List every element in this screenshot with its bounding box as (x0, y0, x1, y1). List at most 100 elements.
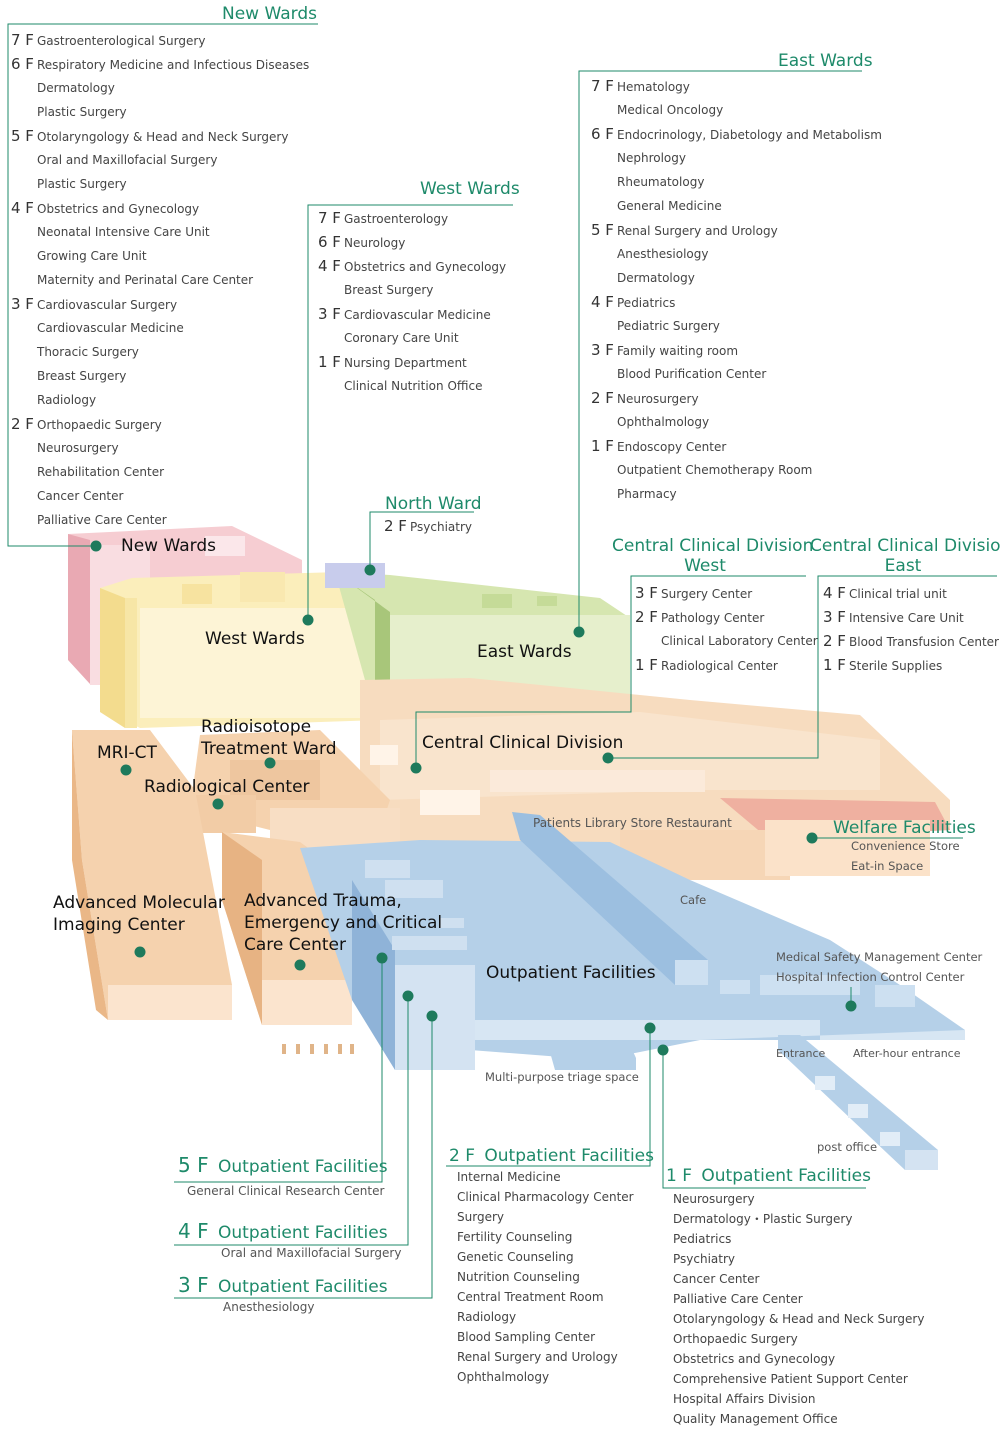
floor-row: Anesthesiology (591, 242, 708, 266)
floor-number: 1 F (591, 437, 614, 455)
department-name: Hospital Affairs Division (673, 1392, 816, 1406)
floor-number: 4 F (591, 293, 614, 311)
post-office-label: post office (817, 1140, 878, 1154)
north-ward-title: North Ward (385, 494, 482, 514)
op-1f-floor: 1 F (666, 1166, 692, 1186)
op-1f-title: 1 F Outpatient Facilities (666, 1166, 871, 1186)
building-label-ri-ward[interactable]: Radioisotope Treatment Ward (201, 716, 337, 760)
floor-row: Cardiovascular Medicine (11, 316, 184, 340)
floor-number: 7 F (318, 209, 341, 227)
floor-row: Blood Purification Center (591, 362, 766, 386)
department-name: Cardiovascular Surgery (37, 298, 178, 312)
floor-number: 4 F (823, 584, 846, 602)
department-name: Orthopaedic Surgery (673, 1332, 798, 1346)
floor-number: 6 F (318, 233, 341, 251)
op-5f-floor: 5 F (178, 1153, 209, 1177)
department-name: Nursing Department (344, 356, 467, 370)
building-label-east-wards[interactable]: East Wards (477, 642, 572, 662)
department-name: Sterile Supplies (849, 659, 943, 673)
department-name: Radiological Center (661, 659, 778, 673)
department-name: Coronary Care Unit (344, 331, 459, 345)
department-name: Clinical Pharmacology Center (457, 1190, 634, 1204)
floor-row: Nephrology (591, 146, 686, 170)
building-label-molecular[interactable]: Advanced Molecular Imaging Center (53, 892, 225, 936)
department-name: Pharmacy (617, 487, 677, 501)
department-name: Surgery Center (661, 587, 753, 601)
marker-radiological (212, 798, 224, 810)
department-name: Clinical Laboratory Center (661, 634, 818, 648)
outpatient-building[interactable] (300, 812, 965, 1170)
department-name: Thoracic Surgery (37, 345, 139, 359)
department-name: Internal Medicine (457, 1170, 561, 1184)
central-clinical-building[interactable] (360, 678, 950, 880)
safety-label-1: Medical Safety Management Center (776, 950, 983, 964)
department-name: Respiratory Medicine and Infectious Dise… (37, 58, 310, 72)
op-3f-floor: 3 F (178, 1273, 209, 1297)
marker-ccd-west (410, 762, 422, 774)
department-name: Ophthalmology (457, 1370, 550, 1384)
floor-row: Ophthalmology (591, 410, 709, 434)
floor-row: Clinical Laboratory Center (635, 629, 818, 653)
building-label-central-clinical[interactable]: Central Clinical Division (422, 733, 624, 753)
op-2f-label: Outpatient Facilities (484, 1146, 654, 1166)
floor-number: 2 F (635, 608, 658, 626)
marker-new-wards (90, 540, 102, 552)
department-name: Renal Surgery and Urology (457, 1350, 618, 1364)
department-name: Neonatal Intensive Care Unit (37, 225, 210, 239)
department-name: Plastic Surgery (37, 105, 127, 119)
department-name: Clinical trial unit (849, 587, 947, 601)
building-label-radiological[interactable]: Radiological Center (144, 777, 310, 797)
building-label-new-wards[interactable]: New Wards (121, 536, 216, 556)
floor-number: 7 F (11, 31, 34, 49)
building-label-trauma[interactable]: Advanced Trauma, Emergency and Critical … (244, 890, 442, 956)
department-name: Intensive Care Unit (849, 611, 964, 625)
west-wards-building[interactable] (100, 572, 380, 728)
leader-lines (7, 23, 997, 1299)
department-name: Endoscopy Center (617, 440, 727, 454)
floor-row: Dermatology (11, 76, 115, 100)
radiological-building[interactable] (186, 730, 400, 850)
floor-row: Oral and Maxillofacial Surgery (11, 148, 217, 172)
advanced-molecular-building[interactable] (72, 730, 232, 1020)
marker-west-wards (302, 614, 314, 626)
department-name: Outpatient Chemotherapy Room (617, 463, 813, 477)
west-wards-title: West Wards (420, 179, 520, 199)
department-name: Maternity and Perinatal Care Center (37, 273, 254, 287)
welfare-item: Eat-in Space (851, 859, 924, 873)
building-label-outpatient[interactable]: Outpatient Facilities (486, 963, 656, 983)
trauma-line2: Emergency and Critical (244, 913, 443, 933)
department-name: Cancer Center (673, 1272, 760, 1286)
department-name: Pathology Center (661, 611, 765, 625)
building-label-west-wards[interactable]: West Wards (205, 629, 305, 649)
floor-row: General Medicine (591, 194, 722, 218)
ccd-east-title-line2: East (884, 556, 922, 576)
trauma-line3: Care Center (244, 935, 346, 955)
department-name: Endocrinology, Diabetology and Metabolis… (617, 128, 882, 142)
op-5f-title: 5 F Outpatient Facilities (178, 1155, 388, 1177)
marker-op-4f (402, 990, 414, 1002)
department-name: Renal Surgery and Urology (617, 224, 778, 238)
department-name: Oral and Maxillofacial Surgery (37, 153, 218, 167)
floor-number: 3 F (318, 305, 341, 323)
floor-number: 6 F (591, 125, 614, 143)
op-2f-title: 2 F Outpatient Facilities (449, 1146, 654, 1166)
building-label-mri-ct[interactable]: MRI-CT (97, 743, 157, 763)
floor-number: 4 F (318, 257, 341, 275)
floor-row: Neurosurgery (11, 436, 119, 460)
floor-row: Rheumatology (591, 170, 704, 194)
floor-number: 6 F (11, 55, 34, 73)
department-name: Otolaryngology & Head and Neck Surgery (37, 130, 289, 144)
marker-mri-ct (120, 764, 132, 776)
